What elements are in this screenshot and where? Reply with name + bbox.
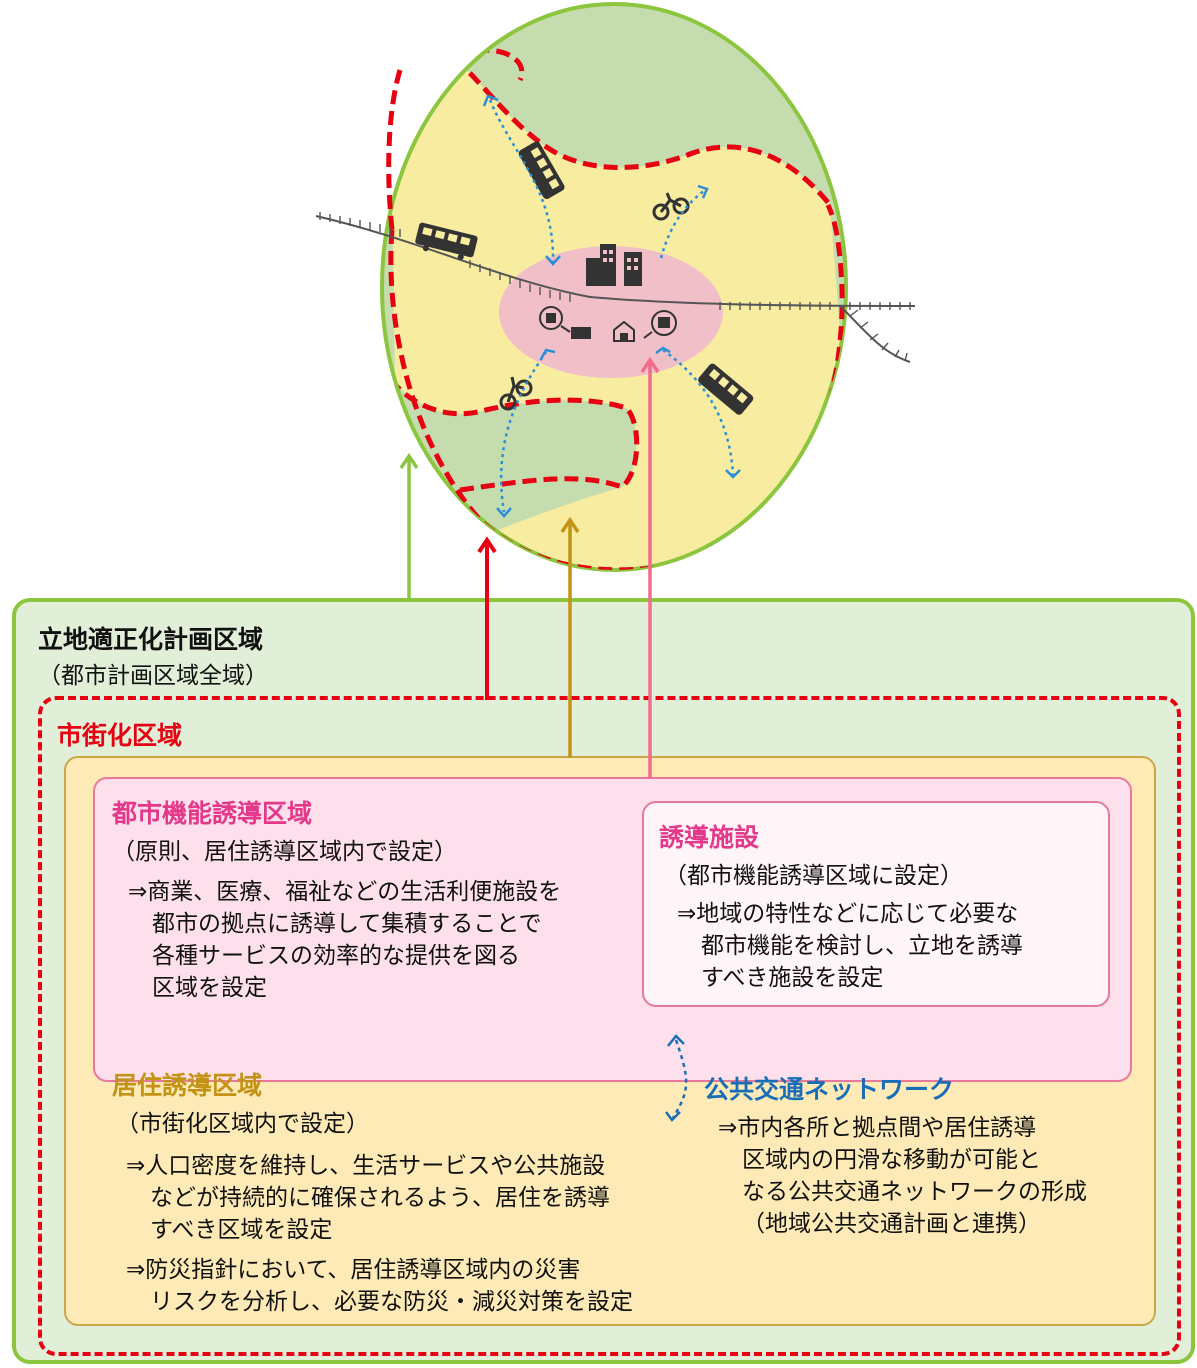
plan-area-title: 立地適正化計画区域 [38, 625, 264, 654]
residential-area-title: 居住誘導区域 [112, 1071, 263, 1100]
residential-bullet2-line-2: リスクを分析し、必要な防災・減災対策を設定 [150, 1289, 633, 1315]
urban-function-center [499, 246, 723, 378]
induced-facilities-line-3: すべき施設を設定 [701, 965, 884, 991]
plan-area-subtitle: （都市計画区域全域） [38, 663, 268, 689]
urban-function-area-title: 都市機能誘導区域 [112, 799, 313, 828]
bus-icon-top [518, 141, 565, 200]
transit-network-line-4: （地域公共交通計画と連携） [742, 1211, 1041, 1237]
transit-network-line-3: なる公共交通ネットワークの形成 [742, 1179, 1087, 1205]
bicycle-icon-left [499, 376, 533, 411]
urbanization-area-box [38, 696, 1181, 1356]
transit-network-title: 公共交通ネットワーク [704, 1075, 955, 1104]
induced-facilities-line-2: 都市機能を検討し、立地を誘導 [701, 933, 1023, 959]
urban-function-area-subtitle: （原則、居住誘導区域内で設定） [112, 839, 457, 865]
urban-function-line-2: 都市の拠点に誘導して集積することで [152, 911, 542, 937]
transit-network-line-1: ⇒市内各所と拠点間や居住誘導 [718, 1115, 1037, 1141]
connector-arrows [399, 356, 660, 779]
urban-function-line-3: 各種サービスの効率的な提供を図る [152, 943, 520, 969]
urban-function-line-1: ⇒商業、医療、福祉などの生活利便施設を [128, 879, 562, 905]
induced-facilities-title: 誘導施設 [659, 823, 760, 852]
school-icon [613, 320, 635, 342]
transit-arrows [488, 99, 735, 513]
residential-bullet1-line-3: すべき区域を設定 [150, 1217, 333, 1243]
residential-area-subtitle: （市街化区域内で設定） [116, 1111, 369, 1137]
urbanization-area-title: 市街化区域 [57, 721, 183, 750]
railway-line [315, 212, 916, 363]
train-icon [415, 222, 478, 260]
residential-bullet2-line-1: ⇒防災指針において、居住誘導区域内の災害 [126, 1257, 581, 1283]
bus-icon-right [698, 363, 754, 415]
transit-network-line-2: 区域内の円滑な移動が可能と [742, 1147, 1041, 1173]
care-consultation-icon [643, 310, 677, 339]
induced-facilities-subtitle: （都市機能誘導区域に設定） [664, 863, 963, 889]
welfare-facility-icon [539, 306, 591, 339]
urban-function-line-4: 区域を設定 [152, 975, 267, 1001]
transit-network-arrow [665, 1034, 688, 1122]
buildings-icon [586, 244, 642, 286]
induced-facilities-line-1: ⇒地域の特性などに応じて必要な [677, 901, 1019, 927]
residential-bullet1-line-1: ⇒人口密度を維持し、生活サービスや公共施設 [126, 1153, 606, 1179]
induced-facilities-box [642, 801, 1110, 1007]
urbanization-boundary [453, 56, 832, 207]
residential-bullet1-line-2: などが持続的に確保されるよう、居住を誘導 [150, 1185, 610, 1211]
